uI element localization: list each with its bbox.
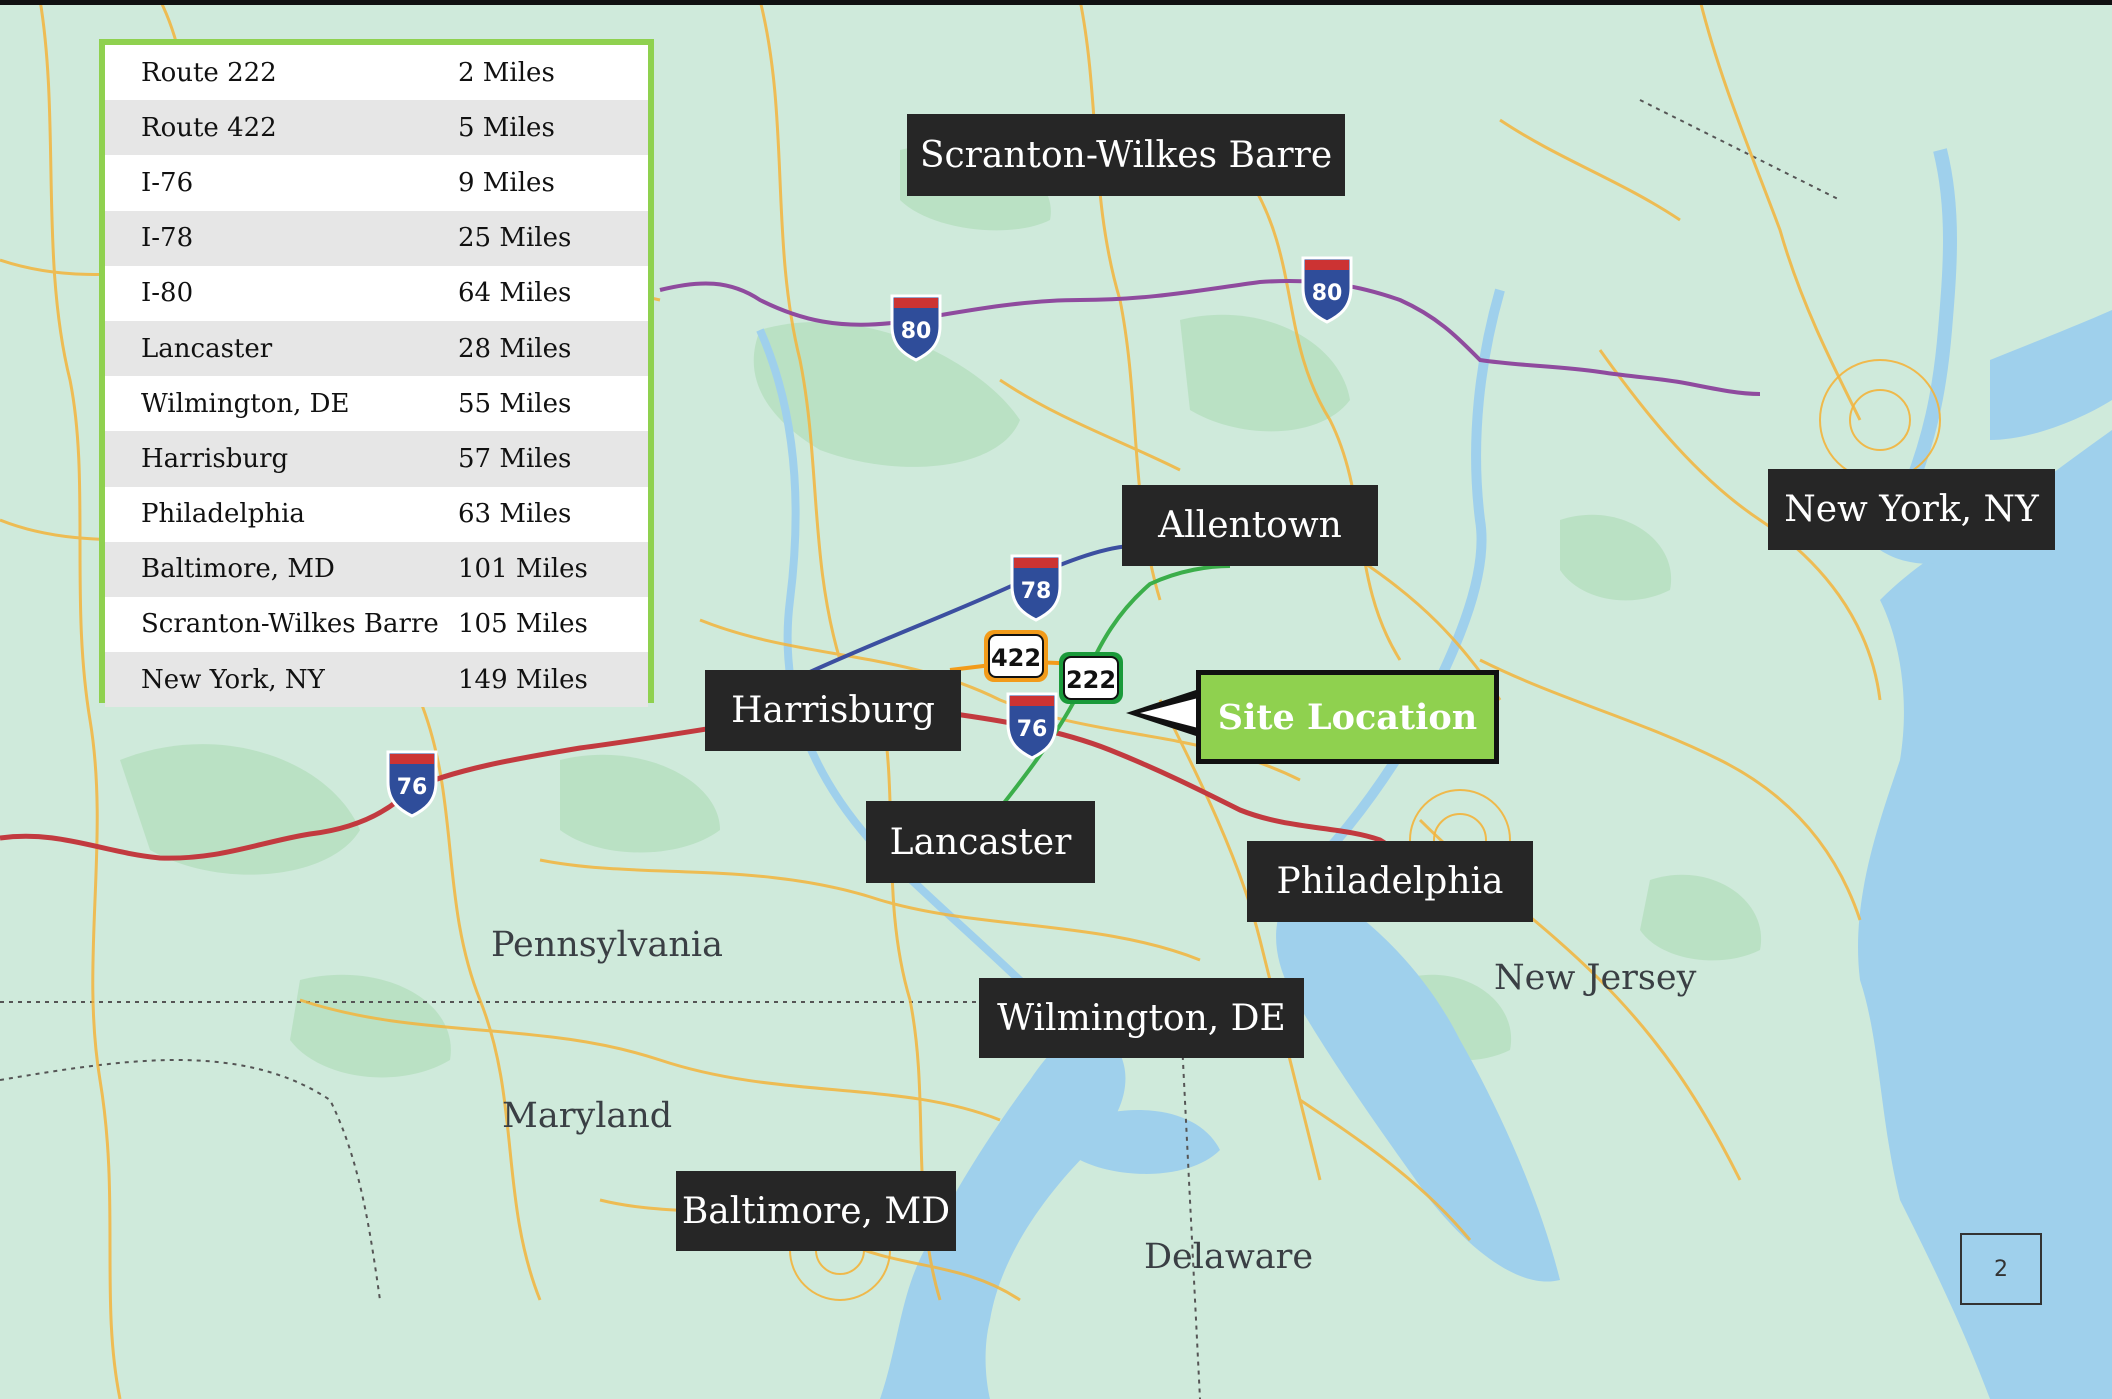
delaware-bay [1276, 880, 1560, 1282]
page-number: 2 [1960, 1233, 2042, 1305]
row-place: Philadelphia [141, 499, 305, 530]
table-row: Lancaster 28 Miles [105, 320, 648, 377]
i78-shield-label: 78 [1021, 579, 1052, 604]
table-row: Route 422 5 Miles [105, 100, 648, 156]
row-miles: 9 Miles [458, 167, 555, 198]
atlantic-ocean [1858, 430, 2112, 1399]
row-place: I-78 [141, 223, 194, 254]
row-miles: 101 Miles [458, 554, 588, 585]
us422-shield-label: 422 [991, 644, 1041, 672]
delaware-river [1296, 288, 1505, 884]
chesapeake-inlet [1080, 1110, 1220, 1174]
label-allentown: Allentown [1122, 485, 1378, 566]
row-miles: 25 Miles [458, 223, 572, 254]
label-wilmington: Wilmington, DE [979, 978, 1304, 1058]
i80-shield-label: 80 [901, 319, 932, 344]
label-baltimore: Baltimore, MD [676, 1171, 956, 1251]
table-row: Baltimore, MD 101 Miles [105, 541, 648, 597]
md-de-border [1179, 1001, 1201, 1399]
site-callout-pointer-fill [1140, 697, 1202, 729]
table-row: Harrisburg 57 Miles [105, 431, 648, 487]
row-place: I-80 [141, 278, 194, 309]
i78-route [809, 544, 1131, 674]
i80-route [659, 278, 1761, 396]
row-place: I-76 [141, 167, 194, 198]
region-maryland: Maryland [502, 1096, 673, 1136]
row-miles: 63 Miles [458, 499, 572, 530]
i76-shield-west: 76 [386, 750, 438, 818]
label-lancaster: Lancaster [866, 801, 1095, 883]
region-new-jersey: New Jersey [1494, 958, 1697, 998]
row-miles: 105 Miles [458, 609, 588, 640]
label-scranton: Scranton-Wilkes Barre [907, 114, 1345, 196]
hudson-river [1898, 148, 1957, 503]
row-miles: 149 Miles [458, 664, 588, 695]
table-row: I-76 9 Miles [105, 155, 648, 210]
table-row: Route 222 2 Miles [105, 45, 648, 100]
table-row: Scranton-Wilkes Barre 105 Miles [105, 597, 648, 652]
us422-shield: 422 [984, 630, 1048, 682]
distance-table: Route 222 2 Miles Route 422 5 Miles I-76 9 … [99, 39, 654, 708]
label-harrisburg: Harrisburg [705, 670, 961, 751]
row-miles: 2 Miles [458, 57, 555, 88]
label-philadelphia: Philadelphia [1247, 841, 1533, 922]
i80-shield-west: 80 [890, 294, 942, 362]
region-pennsylvania: Pennsylvania [491, 925, 723, 965]
row-place: Route 422 [141, 112, 277, 143]
i80-shield-east: 80 [1301, 256, 1353, 324]
i78-shield: 78 [1010, 554, 1062, 622]
row-place: Lancaster [141, 333, 273, 364]
row-miles: 57 Miles [458, 443, 572, 474]
row-place: Scranton-Wilkes Barre [141, 609, 439, 640]
i80-shield-label: 80 [1312, 281, 1343, 306]
row-miles: 5 Miles [458, 112, 555, 143]
site-location-callout: Site Location [1196, 670, 1499, 764]
row-place: Baltimore, MD [141, 554, 335, 585]
long-island-sound [1990, 310, 2112, 440]
table-row: Wilmington, DE 55 Miles [105, 376, 648, 431]
row-miles: 55 Miles [458, 388, 572, 419]
table-row: New York, NY 149 Miles [105, 652, 648, 708]
ny-pa-border [1639, 99, 1841, 201]
chesapeake-bay [880, 1030, 1126, 1399]
label-new-york: New York, NY [1768, 469, 2055, 550]
i76-shield-label: 76 [1017, 717, 1048, 742]
row-place: Wilmington, DE [141, 388, 350, 419]
table-row: I-78 25 Miles [105, 210, 648, 266]
row-place: New York, NY [141, 664, 325, 695]
row-miles: 28 Miles [458, 333, 572, 364]
i76-shield-label: 76 [397, 775, 428, 800]
row-place: Route 222 [141, 57, 277, 88]
region-delaware: Delaware [1144, 1237, 1314, 1277]
i76-shield-east: 76 [1006, 692, 1058, 760]
row-place: Harrisburg [141, 443, 289, 474]
table-row: Philadelphia 63 Miles [105, 487, 648, 542]
table-row: I-80 64 Miles [105, 266, 648, 321]
us222-shield-label: 222 [1066, 666, 1116, 694]
row-miles: 64 Miles [458, 278, 572, 309]
wv-md-border [0, 1059, 381, 1301]
top-border [0, 0, 2112, 5]
us222-shield: 222 [1059, 652, 1123, 704]
